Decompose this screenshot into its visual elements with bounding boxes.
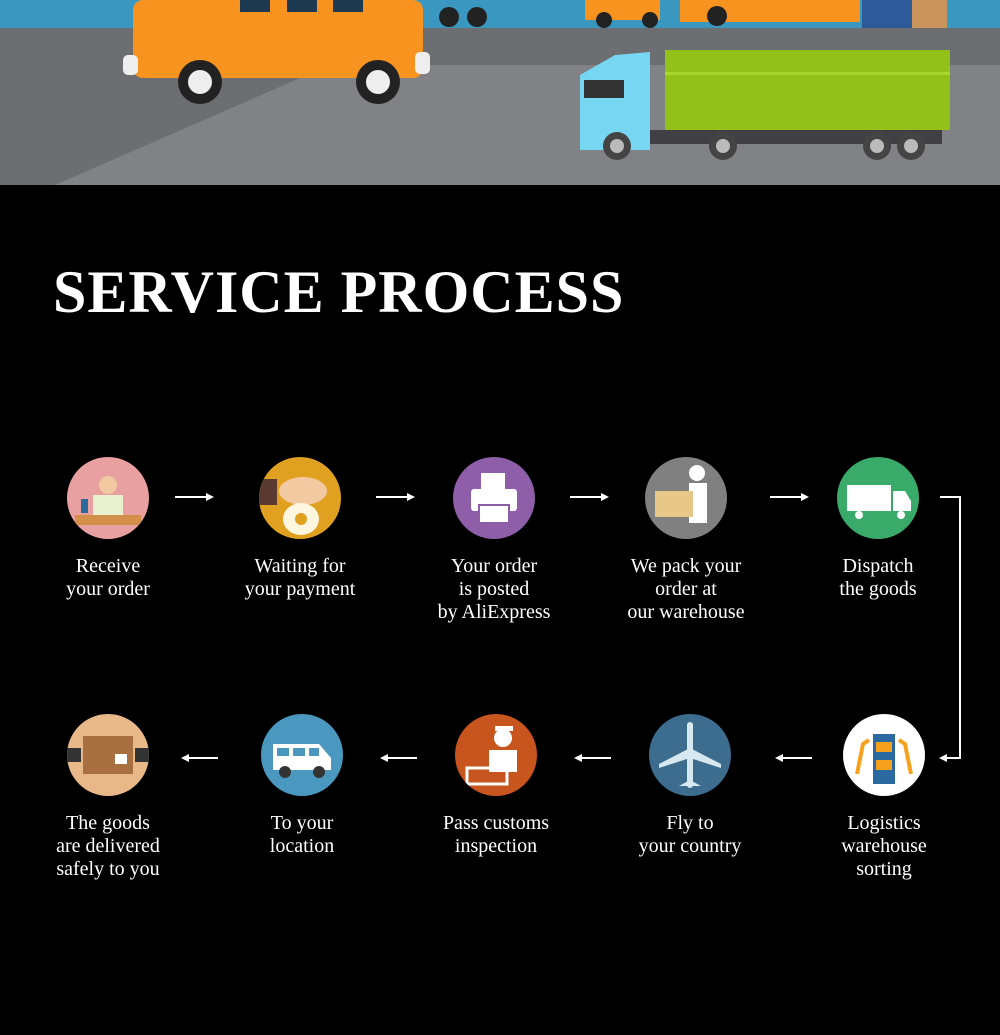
- process-step: We pack your order at our warehouse: [596, 457, 776, 624]
- truck-icon: [837, 457, 919, 539]
- process-step: Your order is posted by AliExpress: [404, 457, 584, 624]
- process-step: The goods are delivered safely to you: [18, 714, 198, 881]
- arrow-left-icon: [574, 754, 611, 762]
- step-label: Receive your order: [66, 555, 150, 600]
- page-title: SERVICE PROCESS: [53, 259, 625, 325]
- customs-officer-icon: [455, 714, 537, 796]
- logistics-banner-image: [0, 0, 1000, 185]
- process-step: To your location: [212, 714, 392, 858]
- arrow-left-icon: [181, 754, 218, 762]
- arrow-right-icon: [570, 493, 609, 501]
- process-step: Pass customs inspection: [406, 714, 586, 858]
- van-icon: [261, 714, 343, 796]
- packing-person-icon: [645, 457, 727, 539]
- printer-icon: [453, 457, 535, 539]
- money-bag-icon: [259, 457, 341, 539]
- process-step: Logistics warehouse sorting: [794, 714, 974, 881]
- step-label: Logistics warehouse sorting: [841, 812, 927, 880]
- arrow-right-icon: [376, 493, 415, 501]
- airplane-icon: [649, 714, 731, 796]
- connector-arrow-icon: [939, 496, 961, 762]
- step-label: Your order is posted by AliExpress: [437, 555, 551, 623]
- arrow-right-icon: [175, 493, 214, 501]
- person-laptop-icon: [67, 457, 149, 539]
- process-step: Fly to your country: [600, 714, 780, 858]
- step-label: We pack your order at our warehouse: [627, 555, 745, 623]
- step-label: Pass customs inspection: [442, 812, 550, 857]
- process-step: Waiting for your payment: [210, 457, 390, 601]
- step-label: Fly to your country: [638, 812, 742, 857]
- step-label: Dispatch the goods: [839, 555, 917, 600]
- warehouse-robot-icon: [843, 714, 925, 796]
- arrow-left-icon: [775, 754, 812, 762]
- step-label: To your location: [269, 812, 335, 857]
- package-delivery-icon: [67, 714, 149, 796]
- step-label: Waiting for your payment: [244, 555, 356, 600]
- process-step: Dispatch the goods: [788, 457, 968, 601]
- process-step: Receive your order: [18, 457, 198, 601]
- step-label: The goods are delivered safely to you: [56, 812, 160, 880]
- arrow-left-icon: [380, 754, 417, 762]
- arrow-right-icon: [770, 493, 809, 501]
